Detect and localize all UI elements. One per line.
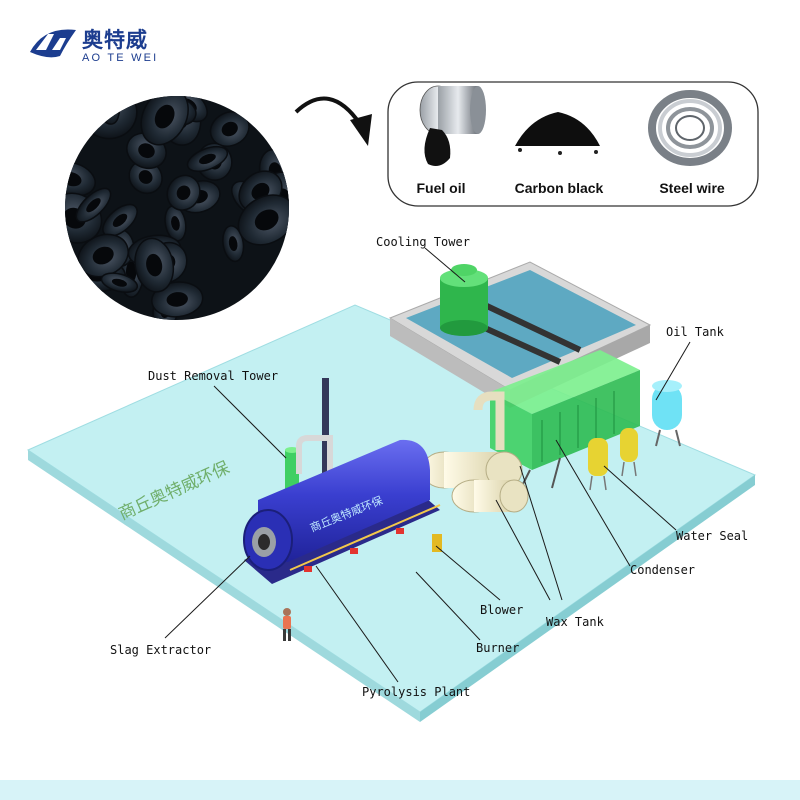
tire-hole-icon [176, 185, 191, 200]
label-pyrolysis-plant: Pyrolysis Plant [362, 685, 470, 699]
tire-hole-icon [111, 278, 127, 287]
tire-hole-icon [166, 292, 188, 307]
tire-hole-icon [112, 213, 128, 227]
label-condenser: Condenser [630, 563, 695, 577]
label-blower: Blower [480, 603, 523, 617]
tire-hole-icon [199, 153, 216, 165]
label-wax-tank: Wax Tank [546, 615, 605, 629]
tire-hole-icon [99, 96, 112, 111]
wax-tanks [421, 391, 529, 513]
label-oil-tank: Oil Tank [666, 325, 725, 339]
tire-icon [68, 103, 108, 128]
tire-hole-icon [86, 198, 101, 213]
brand-english-name: AO TE WEI [82, 52, 158, 64]
products-panel: Fuel oil Carbon black Steel wire [387, 81, 759, 207]
cooling-tower [440, 264, 488, 336]
label-cooling-tower: Cooling Tower [376, 235, 470, 249]
product-label-steel-wire: Steel wire [659, 180, 725, 196]
tire-hole-icon [254, 209, 279, 231]
pyrolysis-reactor: 商丘奥特威环保 [243, 439, 442, 584]
brand-chinese-name: 奥特威 [82, 28, 148, 52]
label-dust-removal-tower: Dust Removal Tower [148, 369, 278, 383]
fuel-oil-drum-icon [419, 85, 486, 166]
product-label-fuel-oil: Fuel oil [417, 180, 466, 196]
curved-arrow-icon [294, 96, 372, 146]
label-water-seal: Water Seal [676, 529, 748, 543]
water-seal-tanks [588, 428, 638, 491]
product-label-carbon-black: Carbon black [515, 180, 604, 196]
bottom-band [0, 780, 800, 800]
steel-wire-coil-icon [648, 90, 732, 166]
tire-hole-icon [268, 292, 289, 316]
tire-hole-icon [228, 236, 238, 252]
carbon-black-pile-icon [515, 112, 600, 155]
label-burner: Burner [476, 641, 519, 655]
tire-hole-icon [171, 216, 180, 231]
label-slag-extractor: Slag Extractor [110, 643, 211, 657]
tire-pile-photo [65, 96, 289, 320]
tire-hole-icon [80, 110, 96, 120]
tire-hole-icon [154, 104, 175, 129]
tire-hole-icon [146, 253, 163, 277]
tire-hole-icon [138, 143, 155, 159]
tire-hole-icon [221, 121, 238, 137]
worker-figure-icon [283, 608, 291, 641]
logo-mark-icon [30, 29, 76, 58]
tire-hole-icon [81, 101, 98, 120]
tire-hole-icon [92, 246, 114, 265]
oil-tank [652, 380, 682, 447]
tire-pile-icon [65, 96, 289, 320]
leader-lines [164, 247, 691, 683]
tire-hole-icon [138, 170, 153, 184]
brand-logo: 奥特威 AO TE WEI [30, 28, 158, 64]
